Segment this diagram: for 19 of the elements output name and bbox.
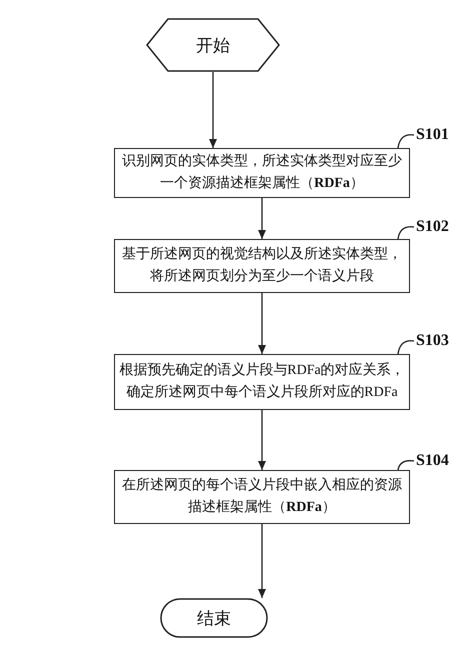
process-box: 识别网页的实体类型，所述实体类型对应至少一个资源描述框架属性（RDFa） xyxy=(114,148,410,198)
end-terminal: 结束 xyxy=(160,598,268,638)
arrow xyxy=(209,72,217,148)
start-hexagon: 开始 xyxy=(146,18,280,72)
leader-line xyxy=(397,226,414,240)
arrow xyxy=(258,410,266,470)
arrow xyxy=(258,198,266,239)
step-label: S101 xyxy=(416,124,468,146)
arrow xyxy=(258,524,266,598)
step-label: S103 xyxy=(416,330,468,352)
step-label: S102 xyxy=(416,216,468,238)
leader-line xyxy=(397,134,414,148)
step-label: S104 xyxy=(416,450,468,472)
process-box: 基于所述网页的视觉结构以及所述实体类型，将所述网页划分为至少一个语义片段 xyxy=(114,239,410,293)
leader-line xyxy=(397,460,414,470)
process-box: 根据预先确定的语义片段与RDFa的对应关系，确定所述网页中每个语义片段所对应的RDFa xyxy=(114,354,410,410)
arrow xyxy=(258,293,266,354)
process-box: 在所述网页的每个语义片段中嵌入相应的资源描述框架属性（RDFa） xyxy=(114,470,410,524)
leader-line xyxy=(397,340,414,354)
